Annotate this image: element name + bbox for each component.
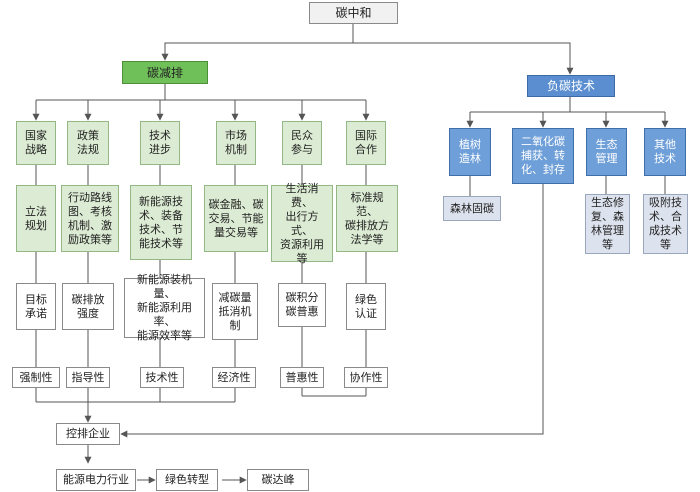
- category-international-cooperation: 国际 合作: [346, 121, 386, 165]
- measure-standards: 标准规范、 碳排放方 法学等: [336, 185, 398, 252]
- property-collaborative: 协作性: [344, 367, 388, 388]
- neg-detail-eco-restoration: 生态修 复、森 林管理 等: [585, 194, 630, 254]
- neg-detail-adsorption: 吸附技 术、合 成技术 等: [643, 194, 688, 254]
- green-transition: 绿色转型: [156, 469, 218, 491]
- effect-target-commitment: 目标 承诺: [16, 283, 56, 330]
- category-tech-progress: 技术 进步: [140, 121, 180, 165]
- property-inclusive: 普惠性: [280, 367, 324, 388]
- measure-legislation-planning: 立法 规划: [16, 185, 56, 252]
- category-policy-regulation: 政策 法规: [67, 121, 109, 165]
- effect-carbon-credit: 碳积分 碳普惠: [278, 283, 326, 327]
- carbon-reduction-node: 碳减排: [122, 61, 208, 84]
- neg-eco-management: 生态 管理: [586, 128, 627, 176]
- controlled-emission-enterprise: 控排企业: [56, 423, 120, 445]
- effect-emission-intensity: 碳排放 强度: [62, 283, 114, 330]
- neg-afforestation: 植树 造林: [449, 128, 491, 176]
- effect-offset-mechanism: 减碳量 抵消机 制: [212, 283, 258, 340]
- category-national-strategy: 国家 战略: [16, 121, 56, 165]
- property-mandatory: 强制性: [12, 367, 60, 388]
- carbon-neutrality-node: 碳中和: [309, 2, 398, 24]
- property-economic: 经济性: [212, 367, 256, 388]
- property-guiding: 指导性: [66, 367, 110, 388]
- energy-power-industry: 能源电力行业: [56, 469, 136, 491]
- property-technical: 技术性: [140, 367, 184, 388]
- category-market-mechanism: 市场 机制: [216, 121, 256, 165]
- carbon-peak: 碳达峰: [247, 469, 309, 491]
- neg-ccs: 二氧化碳 捕获、转 化、封存: [512, 128, 574, 184]
- negative-carbon-tech-node: 负碳技术: [527, 75, 615, 97]
- measure-new-energy-tech: 新能源技 术、装备 技术、节 能技术等: [130, 185, 192, 260]
- neg-other-tech: 其他 技术: [644, 128, 686, 176]
- neg-detail-forest-carbon: 森林固碳: [443, 196, 501, 221]
- effect-green-certification: 绿色 认证: [346, 283, 386, 330]
- measure-carbon-finance: 碳金融、碳 交易、节能 量交易等: [204, 185, 268, 252]
- effect-new-energy-capacity: 新能源装机量、 新能源利用率、 能源效率等: [124, 273, 205, 342]
- measure-lifestyle: 生活消费、 出行方式、 资源利用 等: [271, 182, 333, 265]
- category-public-participation: 民众 参与: [282, 121, 322, 165]
- measure-action-roadmap: 行动路线 图、考核 机制、激 励政策等: [61, 185, 119, 252]
